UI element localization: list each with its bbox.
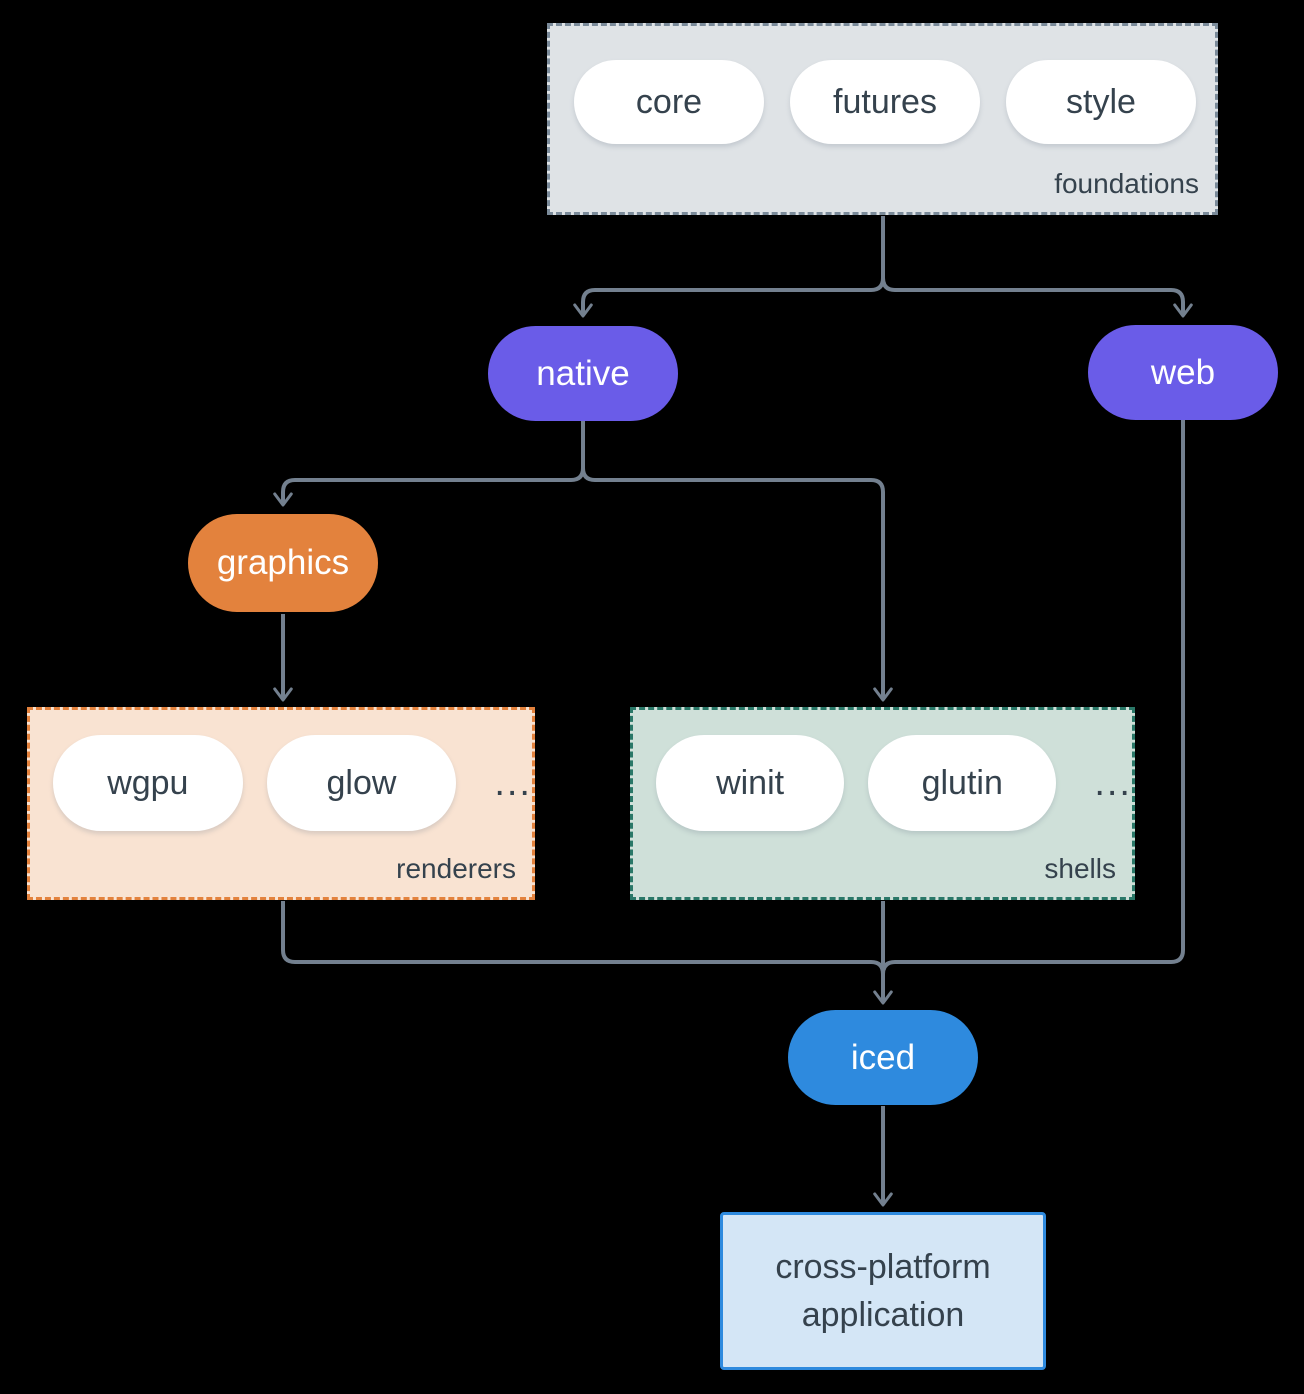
shells-pill-row: winit glutin ... xyxy=(656,735,1132,831)
node-iced: iced xyxy=(788,1010,978,1105)
app-label-line1: cross-platform xyxy=(775,1247,991,1286)
node-native: native xyxy=(488,326,678,421)
node-futures: futures xyxy=(790,60,980,144)
renderers-group: wgpu glow ... renderers xyxy=(27,707,535,900)
edge-foundations-native xyxy=(573,216,885,318)
foundations-group: core futures style foundations xyxy=(547,23,1218,215)
foundations-label: foundations xyxy=(1054,168,1199,199)
shells-ellipsis: ... xyxy=(1094,761,1132,804)
node-style: style xyxy=(1006,60,1196,144)
edge-renderers-iced xyxy=(281,901,885,975)
renderers-pill-row: wgpu glow ... xyxy=(53,735,532,831)
edge-foundations-web xyxy=(881,216,1193,318)
renderers-ellipsis: ... xyxy=(494,761,532,804)
shells-label: shells xyxy=(1044,853,1116,884)
node-core: core xyxy=(574,60,764,144)
app-label-line2: application xyxy=(801,1296,965,1334)
node-graphics: graphics xyxy=(188,514,378,612)
edge-native-shells xyxy=(581,421,893,702)
node-web: web xyxy=(1088,325,1278,420)
node-cross-platform-application: cross-platform application xyxy=(720,1212,1046,1370)
node-glutin: glutin xyxy=(868,735,1057,831)
node-winit: winit xyxy=(656,735,845,831)
foundations-pill-row: core futures style xyxy=(574,60,1215,144)
node-wgpu: wgpu xyxy=(53,735,243,831)
node-glow: glow xyxy=(266,735,457,831)
edge-native-graphics xyxy=(273,421,585,507)
shells-group: winit glutin ... shells xyxy=(630,707,1135,900)
renderers-label: renderers xyxy=(396,853,516,884)
